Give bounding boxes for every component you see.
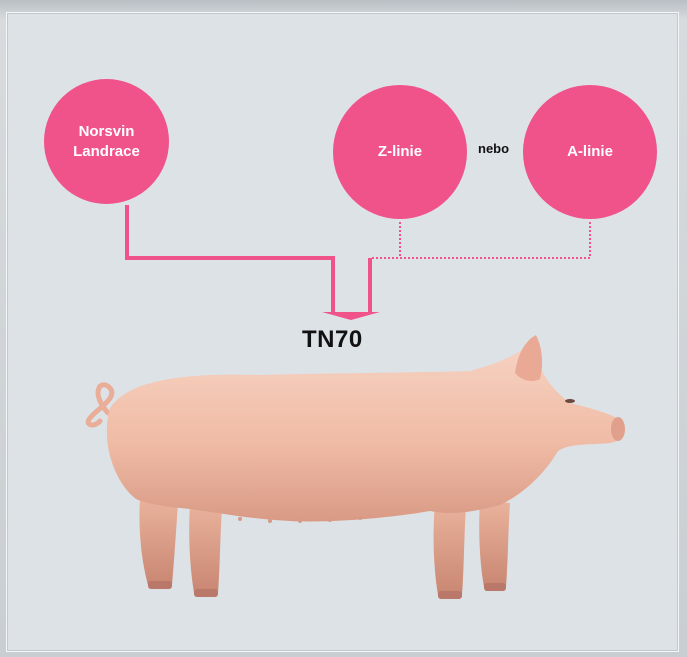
- breed-label-norsvin-landrace: Norsvin Landrace: [73, 122, 140, 162]
- arrow-head: [322, 312, 380, 320]
- breed-label-a-linie: A-linie: [567, 142, 613, 162]
- breed-circle-z-linie: Z-linie: [333, 85, 467, 219]
- breed-circle-a-linie: A-linie: [523, 85, 657, 219]
- a-dotted-line: [370, 222, 590, 258]
- breed-label-line-2: Landrace: [73, 143, 140, 160]
- left-connector-line: [127, 205, 333, 312]
- breed-label-line-1: Norsvin: [79, 123, 135, 140]
- breed-label-z-linie: Z-linie: [378, 142, 422, 162]
- pig-illustration-icon: [70, 333, 630, 603]
- breed-circle-norsvin-landrace: Norsvin Landrace: [44, 79, 169, 204]
- connector-text: nebo: [478, 141, 509, 156]
